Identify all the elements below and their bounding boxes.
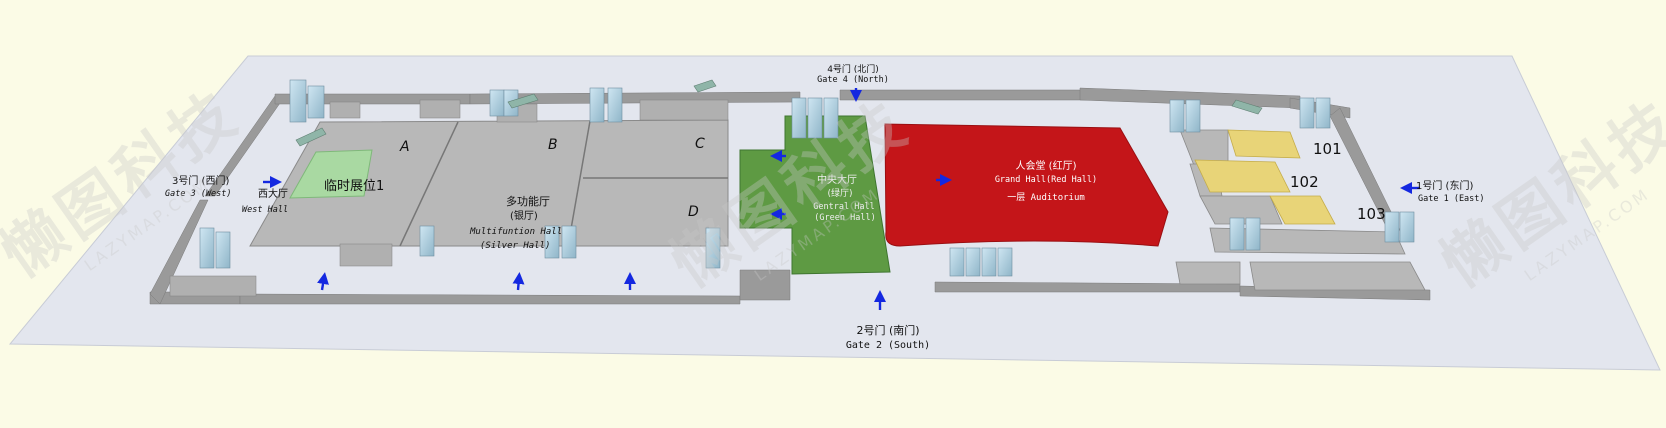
gate3-cn: 3号门 (西门) xyxy=(172,174,229,187)
gate2-en: Gate 2 (South) xyxy=(846,340,930,351)
grand-cn: 人会堂 (红厅) xyxy=(1016,159,1077,172)
central-cn: 中央大厅 xyxy=(817,173,857,186)
multifunction-cn: 多功能厅 xyxy=(506,194,550,208)
gate1-en: Gate 1 (East) xyxy=(1418,194,1485,204)
multifunction-en: Multifuntion Hall xyxy=(469,227,562,237)
entrance-arrows xyxy=(263,88,1420,310)
room-103-label: 103 xyxy=(1357,205,1386,223)
hall-b-label: B xyxy=(548,137,558,153)
gate2-cn: 2号门 (南门) xyxy=(856,323,919,337)
hall-a-label: A xyxy=(399,139,410,155)
room-yellow-blocks[interactable] xyxy=(1194,129,1336,225)
room-102-label: 102 xyxy=(1290,173,1319,191)
temp-booth[interactable] xyxy=(289,149,373,199)
multifunction-en-sub: (Silver Hall) xyxy=(480,241,550,251)
hall-c-label: C xyxy=(695,136,705,152)
gate4-cn: 4号门 (北门) xyxy=(827,63,879,75)
west-hall-cn: 西大厅 xyxy=(258,187,288,200)
gate1-cn: 1号门 (东门) xyxy=(1416,179,1473,192)
escalators xyxy=(295,79,1263,147)
grand-en: Grand Hall(Red Hall) xyxy=(995,175,1097,185)
gate3-en: Gate 3 (West) xyxy=(165,189,232,199)
central-en-sub: (Green Hall) xyxy=(814,213,875,223)
multifunction-sub: (银厅) xyxy=(510,209,538,222)
central-en: Gentral Hall xyxy=(813,202,874,212)
grand-floor: 一层 Auditorium xyxy=(1007,192,1085,203)
central-sub: (绿厅) xyxy=(827,187,852,199)
room-101-label: 101 xyxy=(1313,140,1342,158)
west-hall-en: West Hall xyxy=(242,205,288,215)
gray-booths xyxy=(169,99,729,297)
hall-d-label: D xyxy=(688,204,699,220)
temp-booth-label: 临时展位1 xyxy=(324,179,384,194)
gate4-en: Gate 4 (North) xyxy=(817,75,889,85)
elevator-blocks xyxy=(199,79,1415,277)
grand-hall[interactable] xyxy=(884,123,1169,247)
